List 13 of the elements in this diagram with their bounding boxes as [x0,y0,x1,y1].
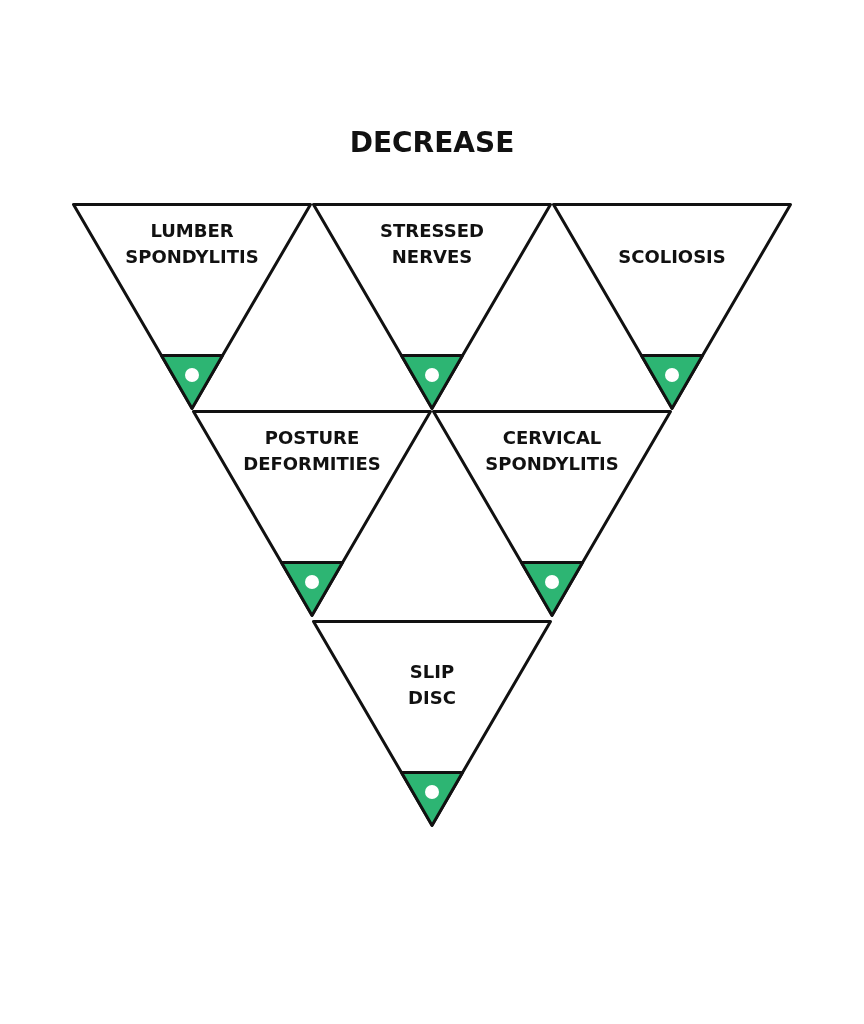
panel-label: SLIP DISC [408,660,456,710]
panel-label: LUMBER SPONDYLITIS [125,219,259,269]
panel-label: STRESSED NERVES [380,219,484,269]
triangle-panel [192,410,432,617]
panel-label: SCOLIOSIS [618,245,726,269]
title: DECREASE [349,125,515,161]
triangle-panel [552,203,792,410]
panel-label: CERVICAL SPONDYLITIS [485,426,619,476]
triangle-panel [72,203,312,410]
triangle-panel [312,203,552,410]
triangle-panel [432,410,672,617]
panel-label: POSTURE DEFORMITIES [243,426,381,476]
triangle-panel [312,620,552,827]
